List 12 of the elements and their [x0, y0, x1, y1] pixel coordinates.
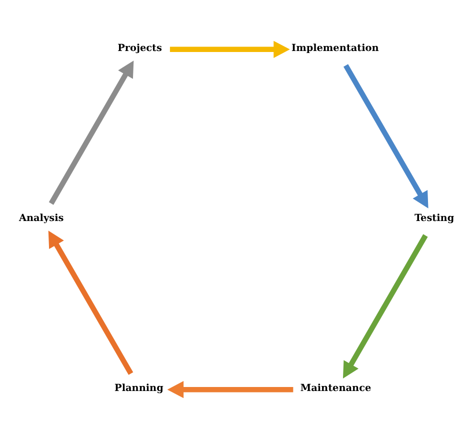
node-text: Implementation [292, 42, 379, 54]
node-text: Analysis [18, 212, 64, 224]
arrow [48, 60, 134, 204]
node-text: Projects [118, 42, 162, 54]
node-text: Maintenance [300, 382, 372, 394]
arrow [342, 234, 428, 378]
arrow [343, 64, 428, 208]
node-text: Planning [114, 382, 164, 394]
arrow [167, 380, 294, 398]
arrow [48, 230, 134, 374]
node-text: Testing [414, 212, 454, 224]
arrow [170, 40, 290, 58]
